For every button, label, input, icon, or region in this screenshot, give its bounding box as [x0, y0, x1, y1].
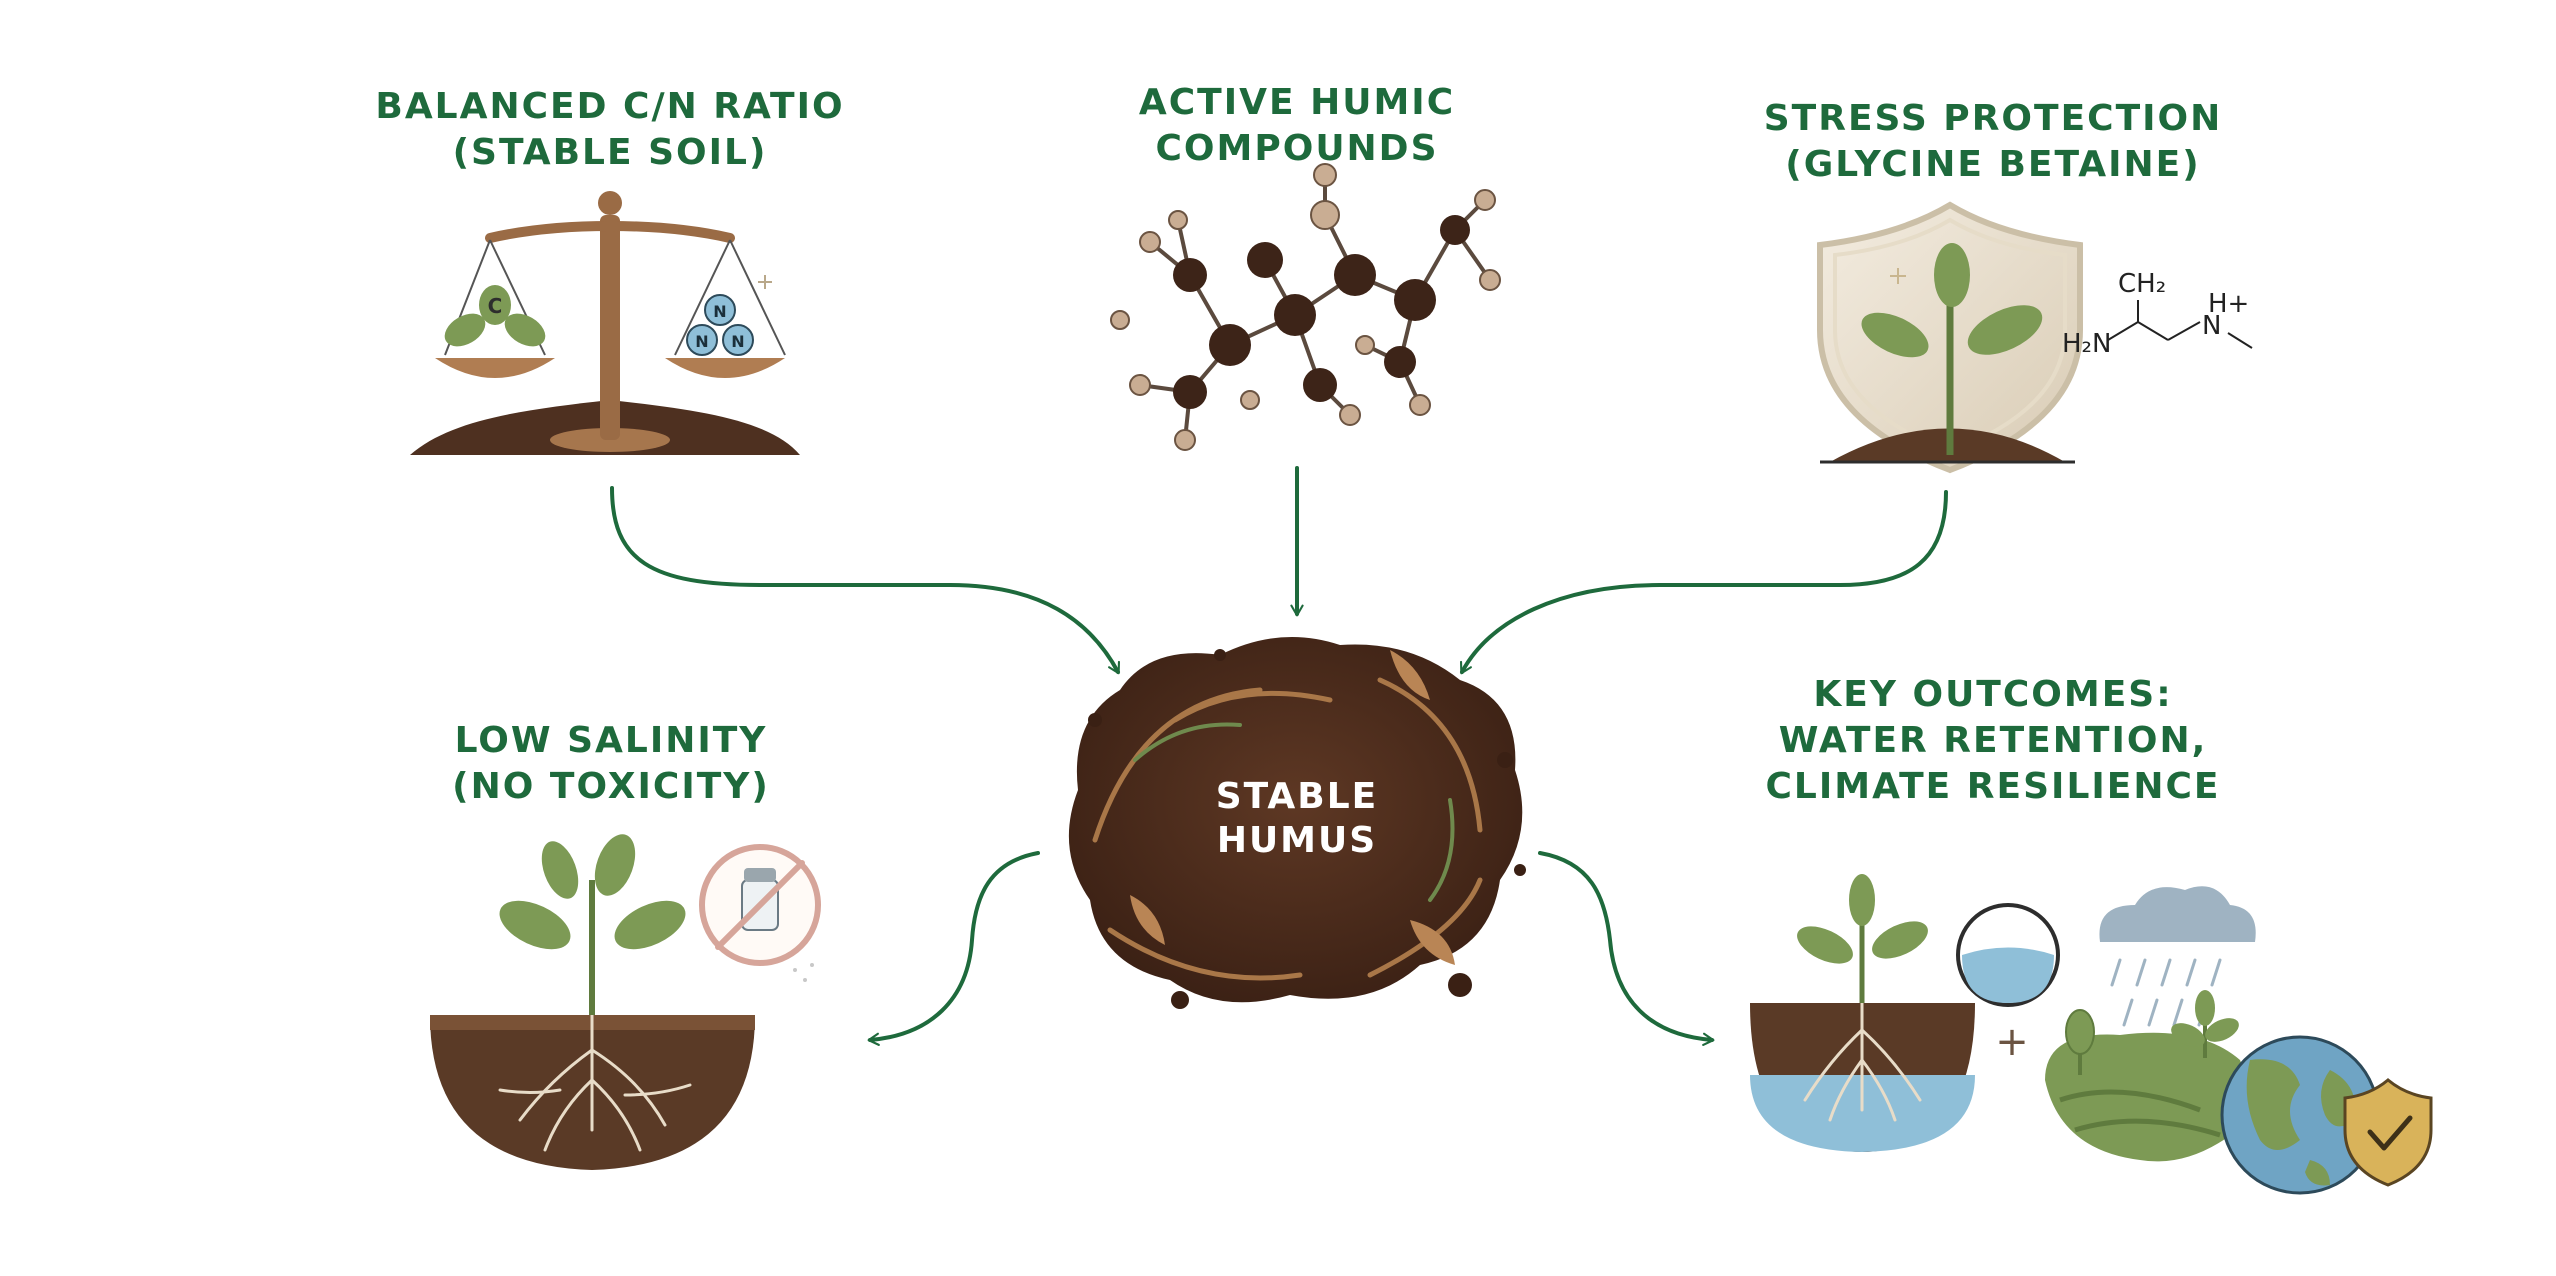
- rain-cloud-icon: [2099, 886, 2256, 1027]
- balanced-cn-label: BALANCED C/N RATIO (STABLE SOIL): [375, 86, 845, 173]
- plus-sign: +: [1995, 1019, 2029, 1065]
- water-plant-icon: [1750, 874, 1975, 1152]
- arrow-balanced-to-humus: [610, 486, 1120, 675]
- stress-protection-label: STRESS PROTECTION (GLYCINE BETAINE): [1763, 98, 2223, 185]
- hplus-label: H+: [2208, 289, 2249, 319]
- molecule-icon: [1110, 163, 1501, 451]
- key-outcomes-label: KEY OUTCOMES: WATER RETENTION, CLIMATE R…: [1765, 674, 2221, 807]
- chemical-structure: CH₂ H₂N N H+: [2062, 269, 2253, 359]
- water-drop-icon: [1956, 903, 2060, 1007]
- n-label: N: [2202, 311, 2221, 341]
- arrow-stress-to-humus: [1460, 490, 1948, 675]
- stable-humus-label: STABLE HUMUS: [1215, 776, 1379, 861]
- balance-scale-icon: C N N N: [410, 191, 800, 455]
- stable-humus-icon: [1068, 637, 1526, 1009]
- nitrogen-symbol-3: N: [731, 332, 744, 351]
- hills-icon: [2045, 990, 2260, 1162]
- globe-icon: [2220, 1035, 2380, 1195]
- nitrogen-symbol-2: N: [695, 332, 708, 351]
- arrows: [610, 466, 1948, 1046]
- low-salinity-label: LOW SALINITY (NO TOXICITY): [452, 720, 770, 807]
- no-salt-icon: [699, 844, 821, 982]
- nitrogen-symbol-1: N: [713, 302, 726, 321]
- h2n-label: H₂N: [2062, 329, 2111, 359]
- shield-plant-icon: [1817, 201, 2083, 474]
- plant-roots-icon: [430, 834, 755, 1170]
- arrow-humus-to-outcomes: [1538, 851, 1715, 1046]
- ch2-label: CH₂: [2118, 269, 2166, 299]
- check-shield-icon: [2343, 1078, 2433, 1187]
- arrow-humus-to-salinity: [867, 851, 1040, 1046]
- carbon-symbol: C: [488, 294, 503, 318]
- active-humic-label: ACTIVE HUMIC COMPOUNDS: [1138, 82, 1456, 169]
